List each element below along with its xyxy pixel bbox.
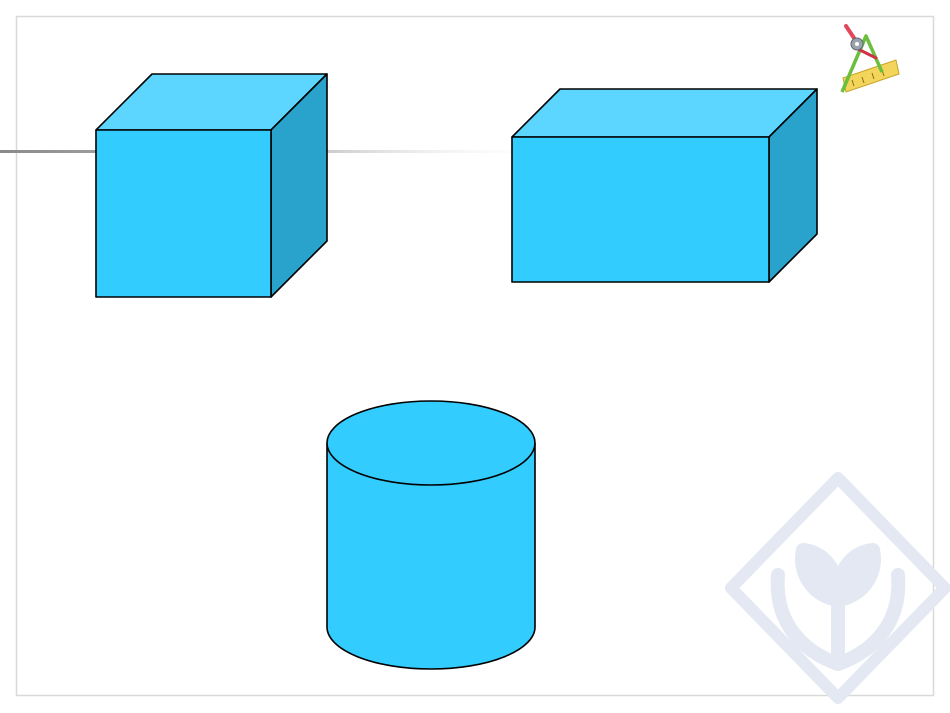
cuboid-top-face: [511, 88, 818, 138]
cuboid-shape: [511, 88, 818, 283]
cylinder-top-face: [326, 400, 536, 486]
slide-frame: [15, 15, 935, 697]
cube-front-face: [95, 129, 272, 298]
cube-shape: [95, 73, 328, 298]
cuboid-front-face: [511, 136, 770, 283]
drafting-tools-icon: [840, 24, 900, 93]
hands-sprout-watermark-icon: [725, 472, 950, 704]
cylinder-shape: [326, 400, 536, 670]
cylinder-body: [326, 443, 536, 670]
